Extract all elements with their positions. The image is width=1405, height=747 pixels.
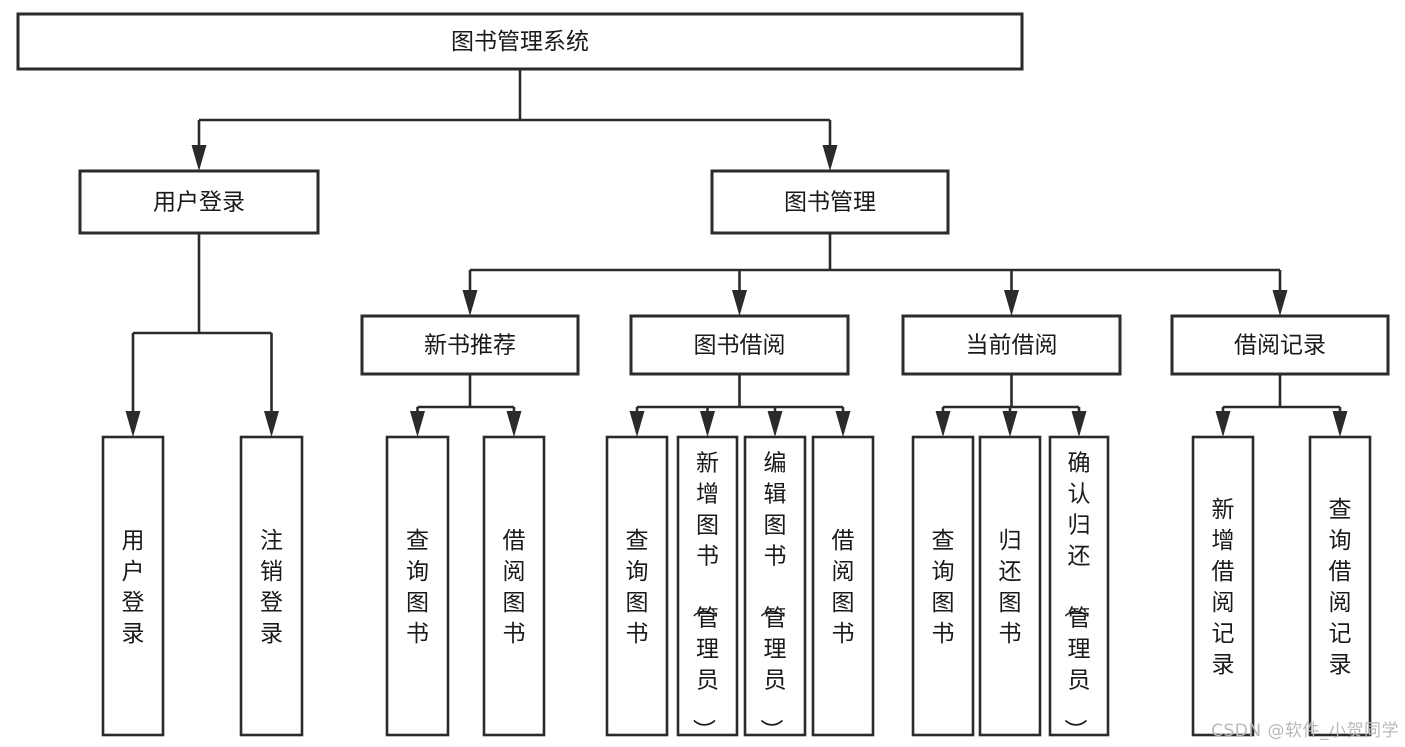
node-box[interactable]: [743, 435, 807, 737]
node-label-vertical: 新增图书（管理员）: [690, 451, 719, 742]
node-box[interactable]: [1191, 435, 1255, 737]
arrow-head-icon: [264, 411, 279, 437]
node-label: 当前借阅: [966, 333, 1058, 359]
arrow-head-icon: [1002, 411, 1018, 437]
arrow-head-icon: [1215, 411, 1231, 437]
arrow-head-icon: [191, 145, 207, 171]
node-box[interactable]: [676, 435, 739, 737]
arrow-head-icon: [935, 411, 951, 437]
connector-group-root: [191, 69, 838, 171]
node-label-vertical: 查询借阅记录: [1329, 497, 1352, 678]
node-leaf-query-book[interactable]: 查询图书: [605, 435, 669, 737]
node-new-book-rec[interactable]: 新书推荐: [360, 314, 580, 376]
connector-group-book-borrow: [629, 374, 851, 437]
node-box[interactable]: [629, 314, 850, 376]
node-label: 图书借阅: [694, 333, 786, 359]
arrow-head-icon: [732, 290, 747, 316]
connector-group-borrow-record: [1215, 374, 1348, 437]
node-box[interactable]: [78, 169, 320, 235]
node-leaf-edit-book[interactable]: 编辑图书（管理员）: [743, 435, 807, 742]
arrow-head-icon: [700, 411, 715, 437]
node-leaf-query-book-cur[interactable]: 查询图书: [911, 435, 975, 737]
node-label-vertical: 确认归还（管理员）: [1062, 451, 1091, 742]
connectors-layer: [125, 69, 1348, 437]
arrow-head-icon: [629, 411, 645, 437]
node-label-vertical: 查询图书: [932, 528, 955, 647]
arrow-head-icon: [125, 411, 141, 437]
node-leaf-borrow-book-rec[interactable]: 借阅图书: [482, 435, 546, 737]
node-leaf-user-logout[interactable]: 注销登录: [239, 435, 304, 737]
node-current-borrow[interactable]: 当前借阅: [901, 314, 1122, 376]
node-box[interactable]: [605, 435, 669, 737]
node-label-vertical: 编辑图书（管理员）: [758, 451, 787, 742]
connector-group-user-login: [125, 233, 279, 437]
arrow-head-icon: [1332, 411, 1348, 437]
node-label-vertical: 借阅图书: [832, 528, 855, 647]
arrow-head-icon: [462, 290, 478, 316]
node-box[interactable]: [710, 169, 950, 235]
node-box[interactable]: [1308, 435, 1372, 737]
connector-group-new-book-rec: [410, 374, 522, 437]
arrow-head-icon: [410, 411, 425, 437]
arrow-head-icon: [1272, 290, 1288, 316]
connector-group-current-borrow: [935, 374, 1087, 437]
node-box[interactable]: [482, 435, 546, 737]
node-user-login[interactable]: 用户登录: [78, 169, 320, 235]
node-label-vertical: 借阅图书: [503, 528, 526, 647]
node-leaf-return-book[interactable]: 归还图书: [978, 435, 1042, 737]
node-box[interactable]: [16, 12, 1024, 71]
node-book-borrow[interactable]: 图书借阅: [629, 314, 850, 376]
node-label-vertical: 归还图书: [999, 528, 1022, 647]
node-label: 图书管理: [784, 190, 876, 216]
arrow-head-icon: [835, 411, 851, 437]
node-label-vertical: 用户登录: [122, 528, 145, 647]
arrow-head-icon: [767, 411, 783, 437]
node-leaf-confirm-return[interactable]: 确认归还（管理员）: [1048, 435, 1110, 742]
arrow-head-icon: [506, 411, 522, 437]
node-box[interactable]: [385, 435, 450, 737]
node-leaf-query-book-rec[interactable]: 查询图书: [385, 435, 450, 737]
node-book-manage[interactable]: 图书管理: [710, 169, 950, 235]
node-box[interactable]: [360, 314, 580, 376]
node-box[interactable]: [911, 435, 975, 737]
node-leaf-user-login[interactable]: 用户登录: [101, 435, 165, 737]
node-box[interactable]: [901, 314, 1122, 376]
node-label: 借阅记录: [1234, 333, 1326, 359]
node-leaf-query-record[interactable]: 查询借阅记录: [1308, 435, 1372, 737]
nodes-layer: 图书管理系统用户登录图书管理新书推荐图书借阅当前借阅借阅记录用户登录注销登录查询…: [16, 12, 1390, 742]
node-label-vertical: 查询图书: [626, 528, 649, 647]
node-label: 用户登录: [153, 190, 245, 216]
node-label: 图书管理系统: [451, 29, 589, 55]
node-label-vertical: 查询图书: [406, 528, 429, 647]
node-box[interactable]: [1048, 435, 1110, 737]
arrow-head-icon: [1071, 411, 1087, 437]
node-root[interactable]: 图书管理系统: [16, 12, 1024, 71]
node-borrow-record[interactable]: 借阅记录: [1170, 314, 1390, 376]
node-label-vertical: 新增借阅记录: [1212, 497, 1235, 678]
node-box[interactable]: [978, 435, 1042, 737]
node-box[interactable]: [811, 435, 875, 737]
node-leaf-add-book[interactable]: 新增图书（管理员）: [676, 435, 739, 742]
node-label: 新书推荐: [424, 333, 516, 359]
node-box[interactable]: [1170, 314, 1390, 376]
node-label-vertical: 注销登录: [260, 528, 283, 647]
connector-group-book-manage: [462, 233, 1288, 316]
node-leaf-borrow-book[interactable]: 借阅图书: [811, 435, 875, 737]
node-box[interactable]: [101, 435, 165, 737]
arrow-head-icon: [822, 145, 838, 171]
arrow-head-icon: [1004, 290, 1019, 316]
node-leaf-add-record[interactable]: 新增借阅记录: [1191, 435, 1255, 737]
node-box[interactable]: [239, 435, 304, 737]
